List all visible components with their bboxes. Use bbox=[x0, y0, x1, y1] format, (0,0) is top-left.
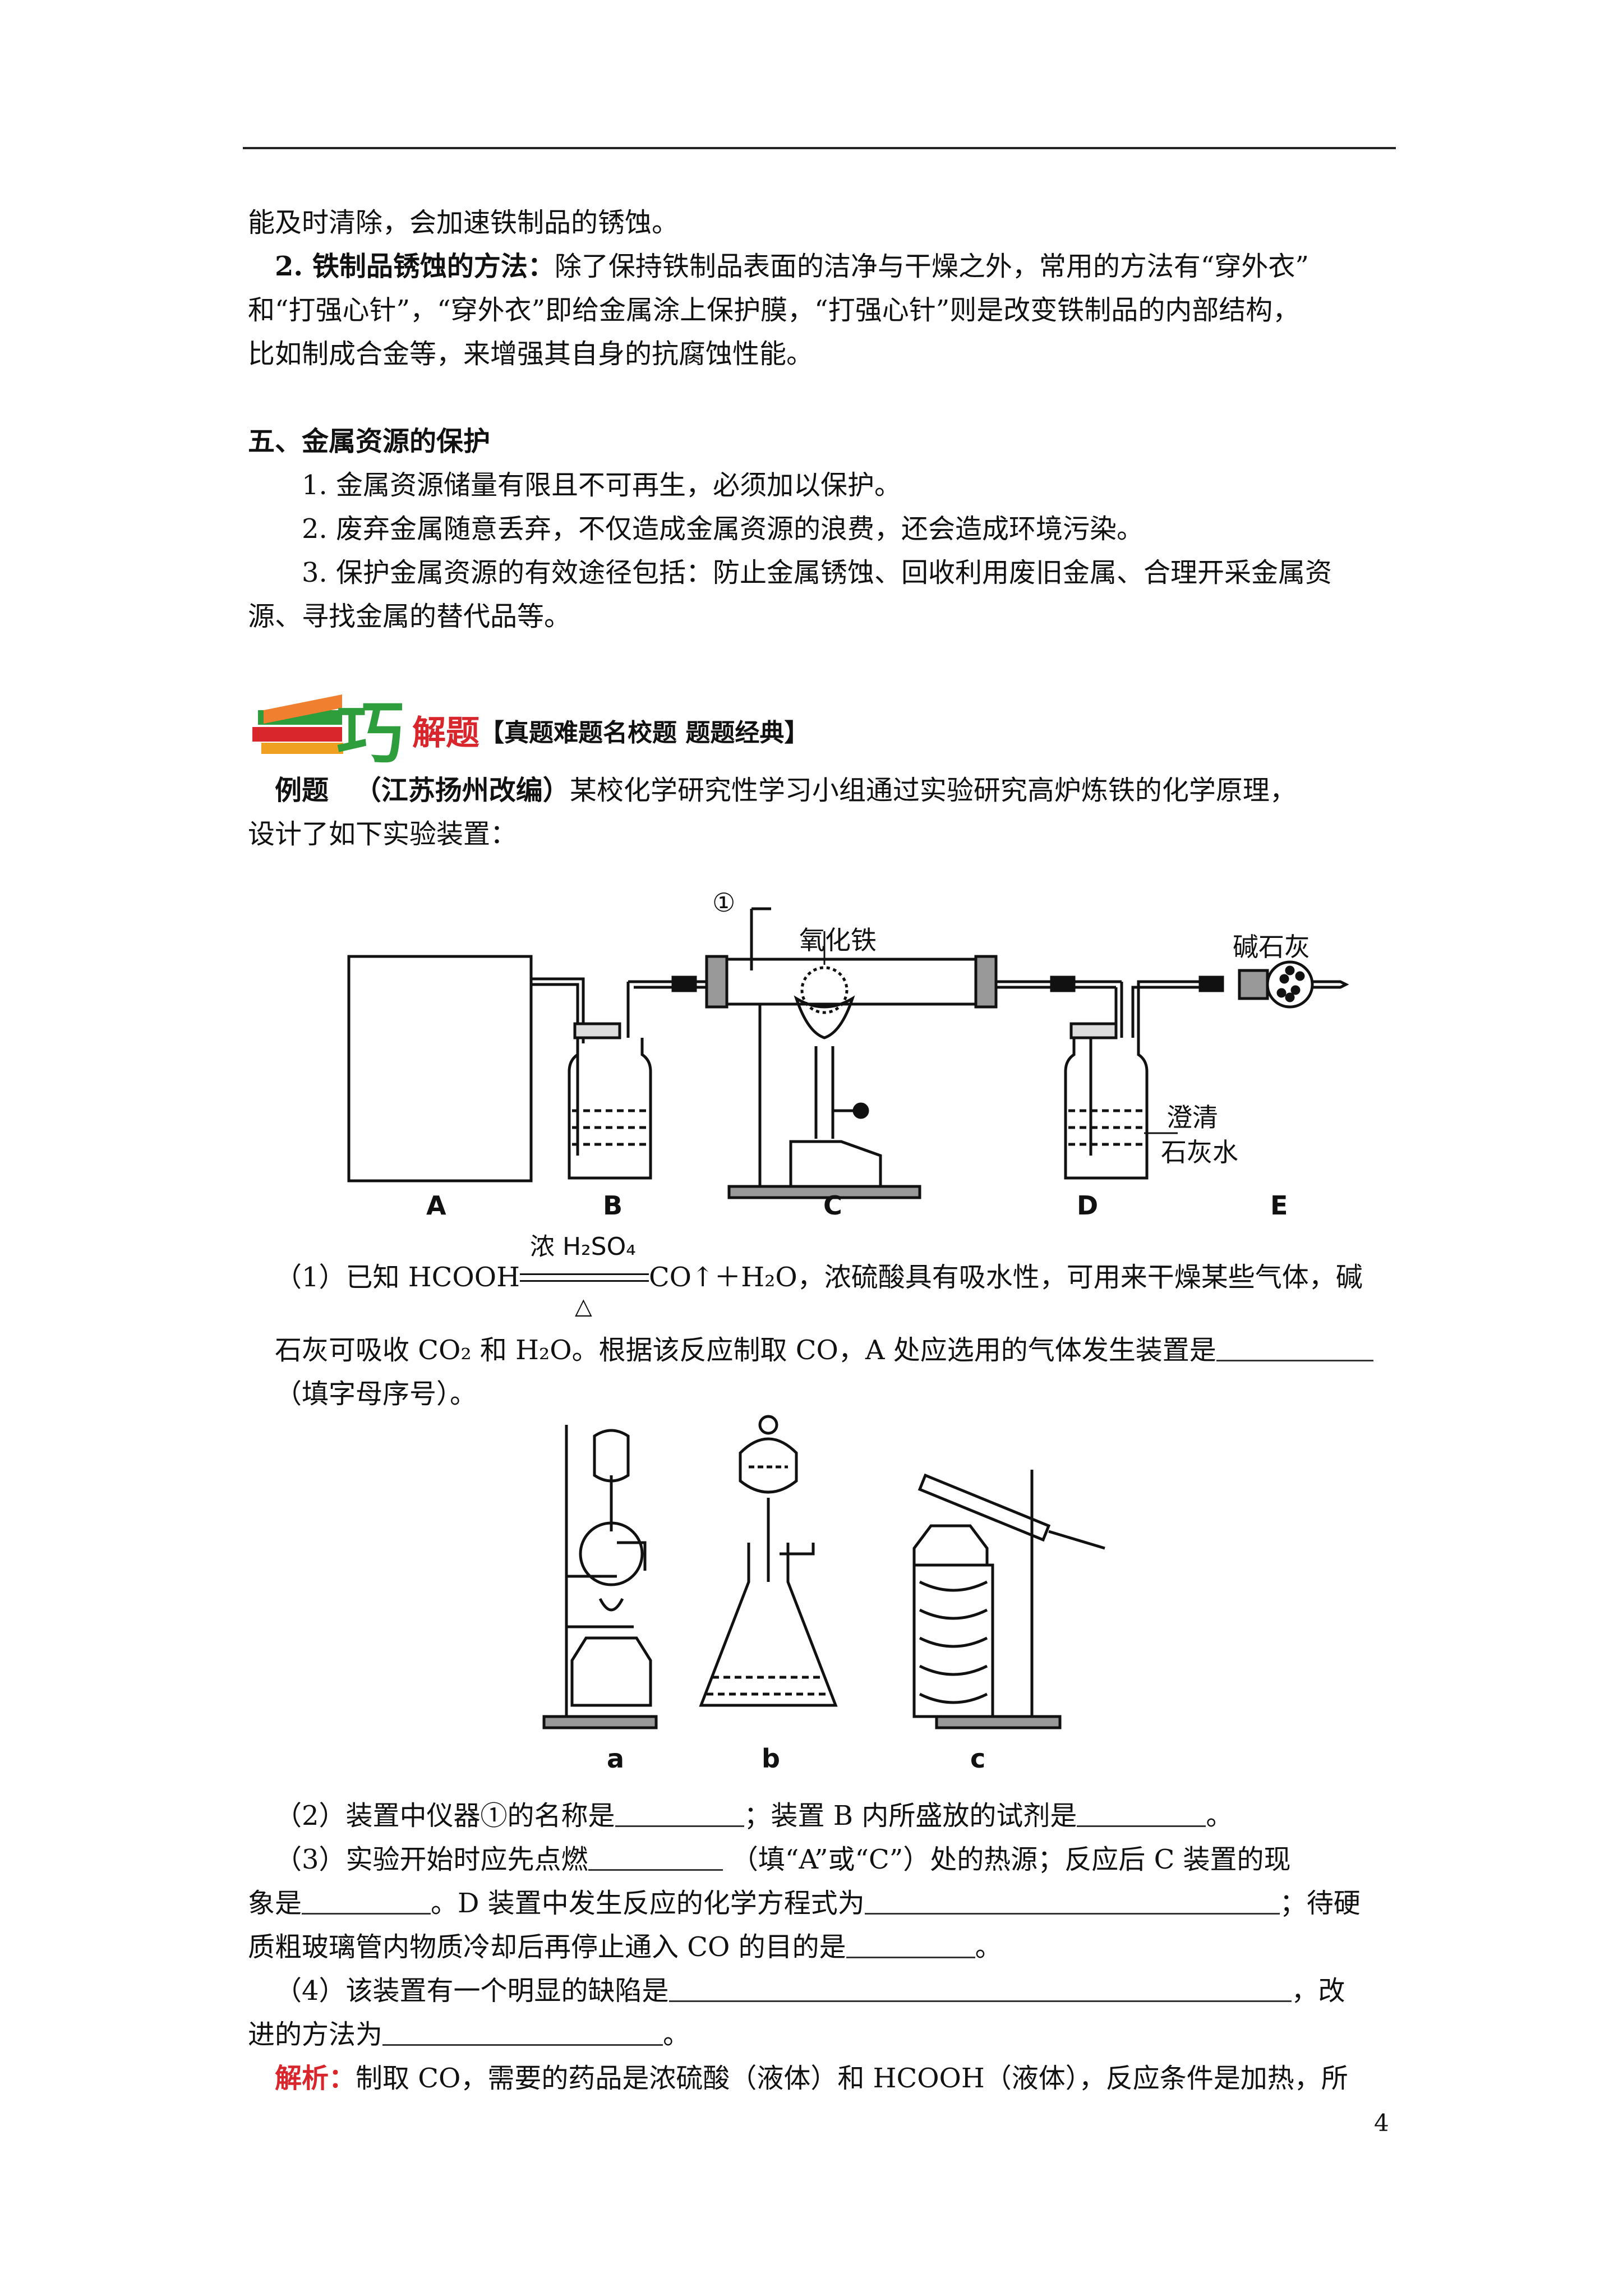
q2-text-c: 。 bbox=[1206, 1800, 1233, 1832]
answer-blank[interactable] bbox=[588, 1847, 723, 1871]
label-a: a bbox=[607, 1743, 625, 1774]
answer-blank[interactable] bbox=[668, 1978, 1292, 2002]
q3-text-a: （3）实验开始时应先点燃 bbox=[275, 1844, 588, 1875]
banner-small: 解题 bbox=[412, 714, 479, 753]
q3-text-c: 象是 bbox=[248, 1888, 302, 1919]
q4-text-b: ，改 bbox=[1291, 1975, 1345, 2007]
books-icon bbox=[252, 694, 343, 754]
example-line: 设计了如下实验装置： bbox=[248, 818, 518, 850]
analysis-line: 解析：制取 CO，需要的药品是浓硫酸（液体）和 HCOOH（液体），反应条件是加… bbox=[275, 2058, 1419, 2099]
question-3-line: （3）实验开始时应先点燃 （填“A”或“C”）处的热源；反应后 C 装置的现 bbox=[275, 1839, 1419, 1880]
answer-blank[interactable] bbox=[1216, 1337, 1373, 1361]
item-text: 除了保持铁制品表面的洁净与干燥之外，常用的方法有“穿外衣” bbox=[554, 251, 1309, 282]
label-B: B bbox=[603, 1190, 623, 1221]
q3-text-e: ；待硬 bbox=[1279, 1888, 1361, 1919]
q1-text-a: （1）已知 HCOOH bbox=[275, 1262, 520, 1293]
question-1-line: 石灰可吸收 CO₂ 和 H₂O。根据该反应制取 CO，A 处应选用的气体发生装置… bbox=[275, 1329, 1419, 1371]
q3-text-d: 。D 装置中发生反应的化学方程式为 bbox=[431, 1888, 865, 1919]
label-limewater-1: 澄清 bbox=[1166, 1102, 1218, 1133]
banner-big: 巧 bbox=[336, 695, 404, 773]
list-item: 1. 金属资源储量有限且不可再生，必须加以保护。 bbox=[302, 470, 902, 501]
list-item: 2. 废弃金属随意丢弃，不仅造成金属资源的浪费，还会造成环境污染。 bbox=[302, 513, 1144, 545]
label-A: A bbox=[426, 1190, 446, 1221]
apparatus-drawing bbox=[347, 907, 1349, 1199]
q1-text-c: 石灰可吸收 CO₂ 和 H₂O。根据该反应制取 CO，A 处应选用的气体发生装置… bbox=[275, 1335, 1216, 1366]
answer-blank[interactable] bbox=[302, 1890, 431, 1915]
question-3-line: 象是 。D 装置中发生反应的化学方程式为 ；待硬 bbox=[248, 1883, 1392, 1924]
label-E: E bbox=[1270, 1190, 1288, 1221]
label-D: D bbox=[1077, 1190, 1099, 1221]
question-4-line: 进的方法为 。 bbox=[248, 2014, 1392, 2055]
label-soda-lime: 碱石灰 bbox=[1233, 932, 1310, 962]
paragraph-line: 2. 铁制品锈蚀的方法：除了保持铁制品表面的洁净与干燥之外，常用的方法有“穿外衣… bbox=[275, 246, 1419, 287]
example-text: 某校化学研究性学习小组通过实验研究高炉炼铁的化学原理， bbox=[569, 775, 1297, 806]
q4-text-d: 。 bbox=[663, 2019, 690, 2050]
answer-blank[interactable] bbox=[382, 2022, 663, 2046]
question-3-line: 质粗玻璃管内物质冷却后再停止通入 CO 的目的是 。 bbox=[248, 1926, 1392, 1968]
q3-text-f: 质粗玻璃管内物质冷却后再停止通入 CO 的目的是 bbox=[248, 1931, 846, 1963]
q2-text-a: （2）装置中仪器①的名称是 bbox=[275, 1800, 615, 1832]
label-C: C bbox=[823, 1190, 842, 1221]
list-item-cont: 源、寻找金属的替代品等。 bbox=[248, 601, 571, 632]
q4-text-a: （4）该装置有一个明显的缺陷是 bbox=[275, 1975, 669, 2007]
answer-blank[interactable] bbox=[864, 1890, 1280, 1915]
q2-text-b: ；装置 B 内所盛放的试剂是 bbox=[744, 1800, 1077, 1832]
question-1-line: （1）已知 HCOOH 浓 H₂SO₄ △ CO↑＋H₂O，浓硫酸具有吸水性，可用来干… bbox=[275, 1232, 1419, 1319]
generator-drawing bbox=[542, 1415, 1105, 1729]
analysis-label: 解析： bbox=[275, 2063, 356, 2094]
label-circle-1: ① bbox=[712, 887, 736, 918]
page-number: 4 bbox=[1374, 2109, 1389, 2137]
section-banner: 巧 解题 【真题难题名校题 题题经典】 bbox=[252, 683, 925, 773]
answer-blank[interactable] bbox=[1077, 1803, 1206, 1827]
example-line: 例题 （江苏扬州改编）某校化学研究性学习小组通过实验研究高炉炼铁的化学原理， bbox=[275, 770, 1419, 811]
section-heading: 五、金属资源的保护 bbox=[248, 426, 491, 457]
paragraph-line: 能及时清除，会加速铁制品的锈蚀。 bbox=[248, 207, 679, 238]
q4-text-c: 进的方法为 bbox=[248, 2019, 383, 2050]
generator-figure: a b c bbox=[533, 1414, 1178, 1784]
q3-text-g: 。 bbox=[975, 1931, 1002, 1963]
label-limewater-2: 石灰水 bbox=[1161, 1137, 1238, 1167]
reaction-arrow: 浓 H₂SO₄ △ bbox=[519, 1232, 649, 1319]
label-b: b bbox=[762, 1743, 780, 1774]
q3-text-b: （填“A”或“C”）处的热源；反应后 C 装置的现 bbox=[731, 1844, 1291, 1875]
label-c: c bbox=[970, 1743, 986, 1774]
banner-tag: 【真题难题名校题 题题经典】 bbox=[479, 719, 809, 747]
condition-over: 浓 H₂SO₄ bbox=[529, 1232, 636, 1261]
answer-blank[interactable] bbox=[846, 1934, 975, 1958]
q1-text-b: CO↑＋H₂O，浓硫酸具有吸水性，可用来干燥某些气体，碱 bbox=[648, 1262, 1363, 1293]
analysis-text: 制取 CO，需要的药品是浓硫酸（液体）和 HCOOH（液体），反应条件是加热，所 bbox=[356, 2063, 1348, 2094]
example-label: 例题 bbox=[275, 775, 329, 806]
answer-blank[interactable] bbox=[615, 1803, 744, 1827]
paragraph-line: 比如制成合金等，来增强其自身的抗腐蚀性能。 bbox=[248, 338, 814, 370]
item-heading: 2. 铁制品锈蚀的方法： bbox=[275, 251, 555, 282]
apparatus-figure: ① 氧化铁 碱石灰 澄清 石灰水 A B C D E bbox=[336, 875, 1374, 1223]
header-rule bbox=[243, 147, 1396, 149]
question-4-line: （4）该装置有一个明显的缺陷是 ，改 bbox=[275, 1970, 1419, 2012]
condition-under: △ bbox=[574, 1294, 592, 1319]
question-1-line: （填字母序号）。 bbox=[275, 1378, 477, 1410]
label-iron-oxide: 氧化铁 bbox=[799, 925, 877, 955]
paragraph-line: 和“打强心针”，“穿外衣”即给金属涂上保护膜，“打强心针”则是改变铁制品的内部结… bbox=[248, 295, 1300, 326]
question-2-line: （2）装置中仪器①的名称是 ；装置 B 内所盛放的试剂是 。 bbox=[275, 1795, 1419, 1837]
box-A bbox=[347, 955, 533, 1182]
example-source: （江苏扬州改编） bbox=[354, 775, 570, 806]
list-item: 3. 保护金属资源的有效途径包括：防止金属锈蚀、回收利用废旧金属、合理开采金属资 bbox=[302, 557, 1332, 588]
